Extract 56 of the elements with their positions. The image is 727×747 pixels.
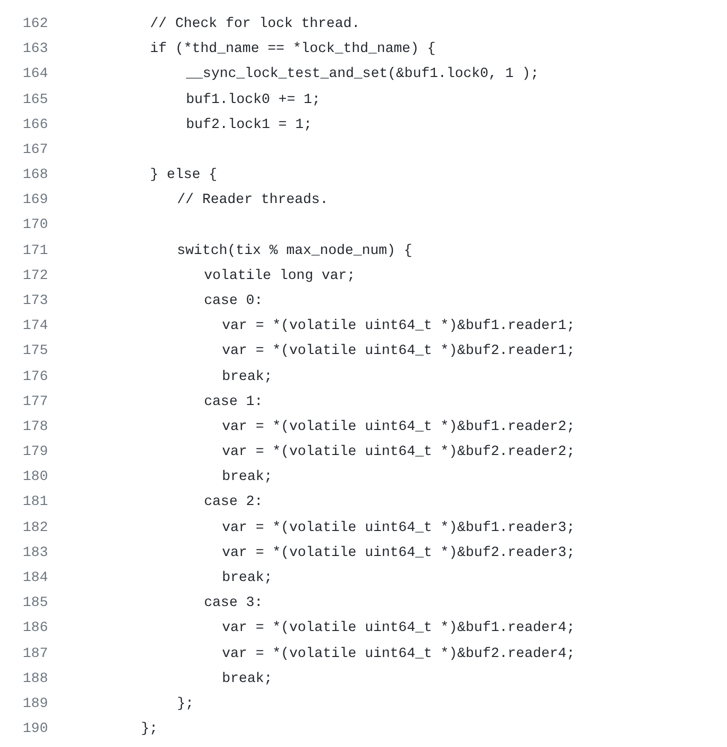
code-line: var = *(volatile uint64_t *)&buf1.reader3; <box>222 518 575 537</box>
line-number: 187 <box>22 644 48 662</box>
code-line: var = *(volatile uint64_t *)&buf2.reader4; <box>222 644 575 662</box>
code-line: break; <box>222 670 272 688</box>
line-number: 182 <box>22 518 48 537</box>
code-line: __sync_lock_test_and_set(&buf1.lock0, 1 ); <box>186 65 539 84</box>
code-line: var = *(volatile uint64_t *)&buf1.reader1; <box>222 317 575 336</box>
code-line: case 2: <box>204 493 263 512</box>
code-line: }; <box>177 694 194 713</box>
code-line: case 3: <box>204 594 263 612</box>
code-line: case 0: <box>204 292 263 310</box>
line-number: 163 <box>22 40 48 58</box>
code-line: buf2.lock1 = 1; <box>186 116 312 134</box>
line-number: 172 <box>22 266 48 285</box>
line-number: 179 <box>22 443 48 462</box>
code-line: buf1.lock0 += 1; <box>186 90 320 109</box>
code-line: var = *(volatile uint64_t *)&buf1.reader4; <box>222 619 575 638</box>
line-number: 162 <box>22 15 48 33</box>
line-number: 183 <box>22 544 48 562</box>
line-number: 185 <box>22 594 48 612</box>
line-number: 178 <box>22 418 48 436</box>
code-line: break; <box>222 568 272 587</box>
line-number: 168 <box>22 166 48 184</box>
line-number: 181 <box>22 493 48 512</box>
line-number: 165 <box>22 90 48 109</box>
line-number: 166 <box>22 116 48 134</box>
line-number: 184 <box>22 568 48 587</box>
line-number: 171 <box>22 242 48 260</box>
line-number: 169 <box>22 191 48 210</box>
line-number: 189 <box>22 694 48 713</box>
code-line: var = *(volatile uint64_t *)&buf2.reader1; <box>222 342 575 360</box>
line-number: 180 <box>22 468 48 486</box>
code-line: var = *(volatile uint64_t *)&buf1.reader2; <box>222 418 575 436</box>
code-line: volatile long var; <box>204 266 356 285</box>
code-line: }; <box>141 720 158 738</box>
line-number: 164 <box>22 65 48 84</box>
line-number: 186 <box>22 619 48 638</box>
line-number: 177 <box>22 392 48 411</box>
line-number: 190 <box>22 720 48 738</box>
code-line: switch(tix % max_node_num) { <box>177 242 412 260</box>
code-line: var = *(volatile uint64_t *)&buf2.reader3; <box>222 544 575 562</box>
code-line: break; <box>222 368 272 386</box>
line-number: 170 <box>22 216 48 234</box>
line-number: 176 <box>22 368 48 386</box>
code-line: } else { <box>150 166 218 184</box>
line-number: 175 <box>22 342 48 360</box>
line-number: 167 <box>22 140 48 159</box>
code-line: // Check for lock thread. <box>150 15 360 33</box>
code-line: case 1: <box>204 392 263 411</box>
code-line: break; <box>222 468 272 486</box>
line-number: 173 <box>22 292 48 310</box>
code-line: // Reader threads. <box>177 191 328 210</box>
code-line: if (*thd_name == *lock_thd_name) { <box>150 40 436 58</box>
line-number: 174 <box>22 317 48 336</box>
code-line: var = *(volatile uint64_t *)&buf2.reader2; <box>222 443 575 462</box>
line-number: 188 <box>22 670 48 688</box>
